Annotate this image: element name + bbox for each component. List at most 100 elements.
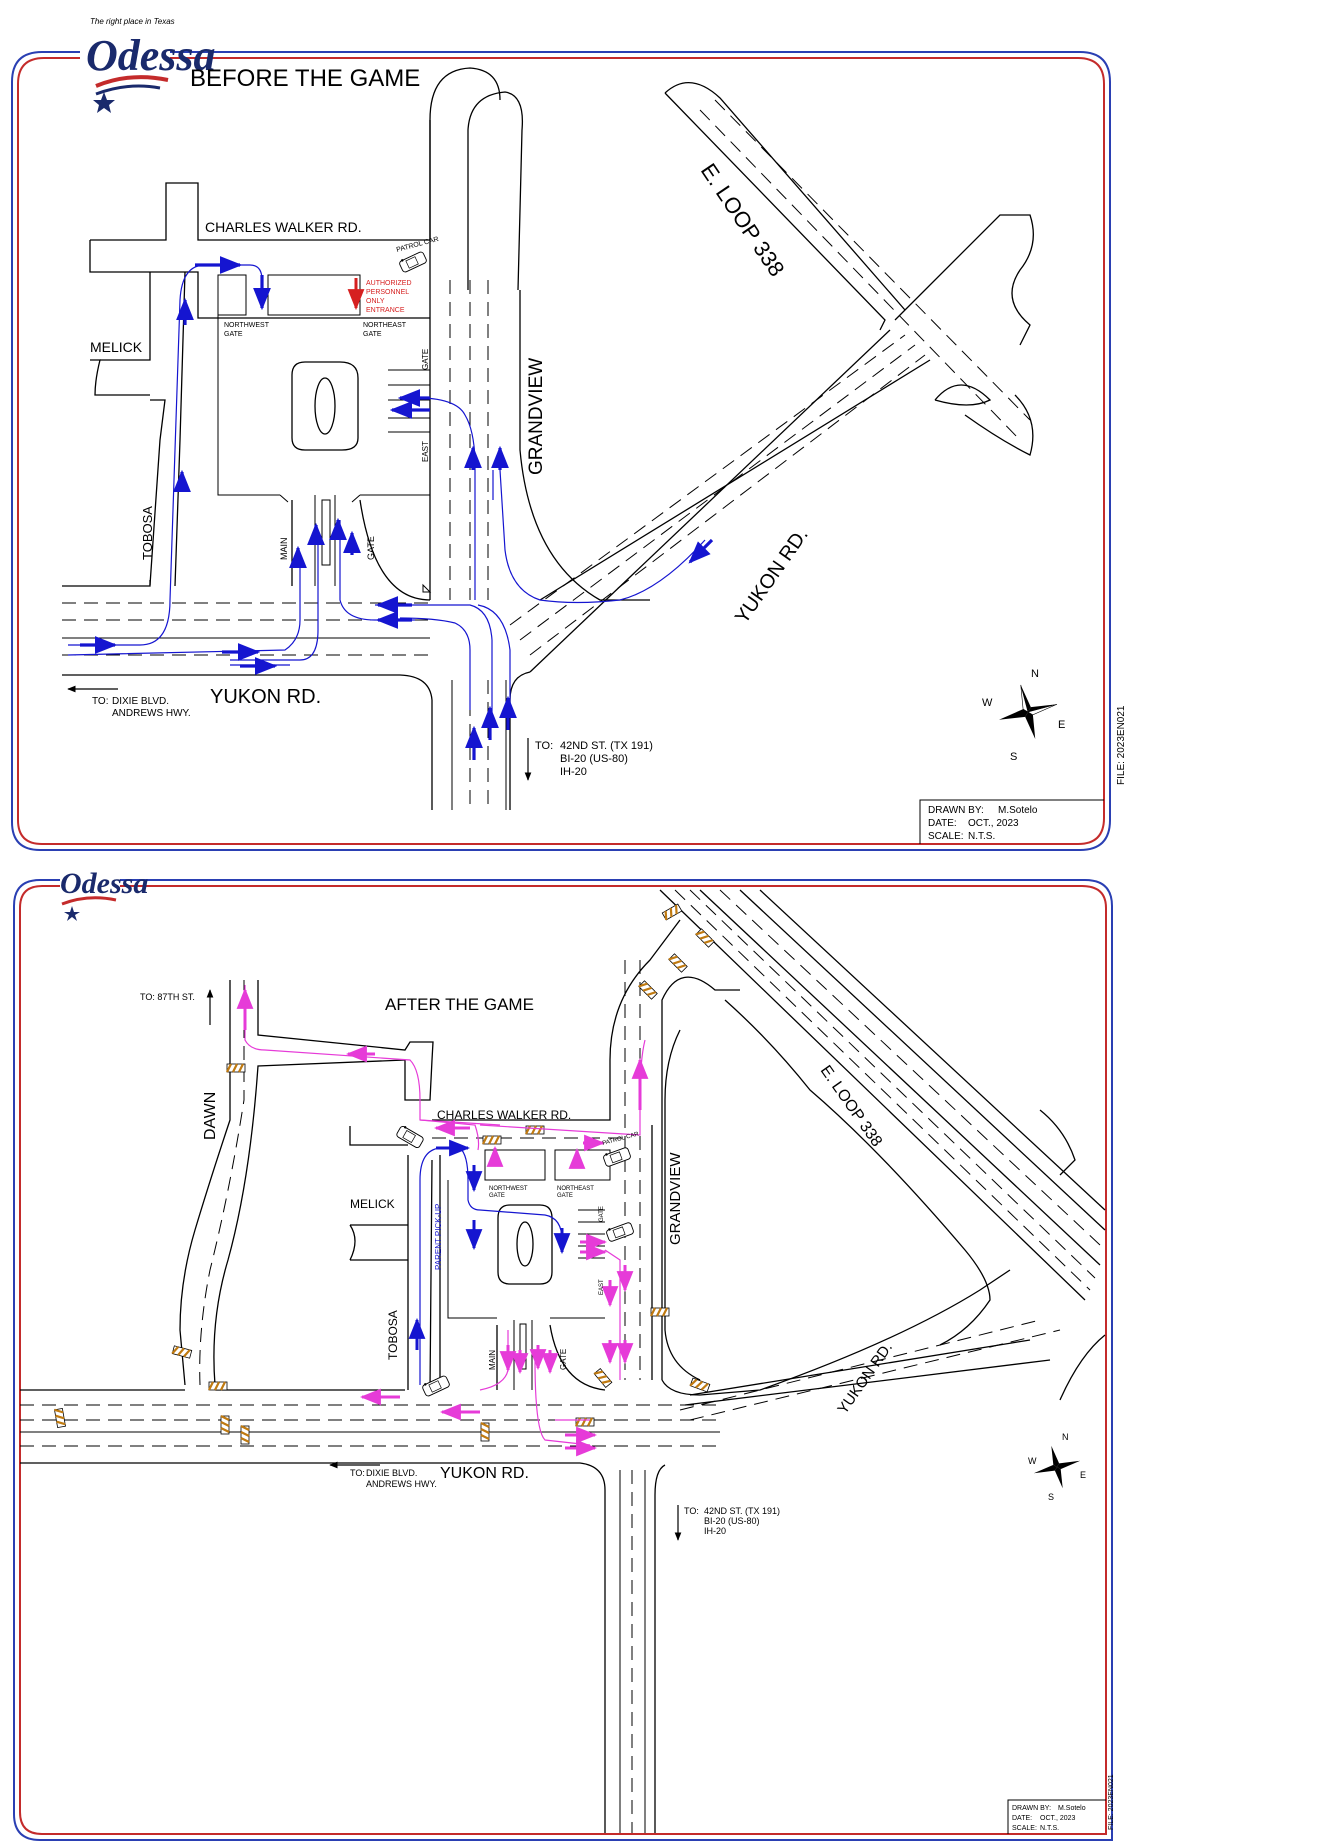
to-west-prefix: TO:	[350, 1468, 365, 1478]
file-number: FILE: 2023EN021	[1116, 705, 1127, 785]
panel-title: BEFORE THE GAME	[190, 65, 420, 92]
scale-label: SCALE:	[1012, 1825, 1037, 1832]
odessa-logo: Odessa	[60, 867, 148, 921]
to-north-label: TO: 87TH ST.	[140, 992, 195, 1002]
east-gate-label: EAST	[421, 441, 430, 462]
charles-walker-label: CHARLES WALKER RD.	[205, 219, 362, 235]
compass-s: S	[1048, 1492, 1054, 1502]
scale-value: N.T.S.	[1040, 1825, 1059, 1832]
logo-wordmark: Odessa	[60, 867, 148, 900]
scale-value: N.T.S.	[968, 831, 995, 842]
gate-south-label: GATE	[366, 536, 376, 560]
logo-tagline: The right place in Texas	[90, 17, 175, 26]
gate-south-label: GATE	[559, 1349, 568, 1370]
outbound-arrows	[236, 987, 649, 1457]
tobosa-label: TOBOSA	[386, 1310, 400, 1360]
to-south-line3: IH-20	[560, 766, 587, 778]
texas-star-flag-icon	[64, 906, 80, 921]
date-label: DATE:	[928, 818, 957, 829]
drawn-by-label: DRAWN BY:	[928, 805, 984, 816]
frame-inner-red	[19, 885, 1107, 1835]
drawn-by-label: DRAWN BY:	[1012, 1805, 1051, 1812]
charles-walker-label: CHARLES WALKER RD.	[437, 1108, 571, 1122]
to-west-line1: DIXIE BLVD.	[366, 1468, 417, 1478]
yukon-diag-label: YUKON RD.	[731, 524, 813, 628]
compass-w: W	[1028, 1456, 1037, 1466]
grandview-label: GRANDVIEW	[526, 358, 547, 475]
to-west-line1: DIXIE BLVD.	[112, 696, 169, 707]
date-value: OCT., 2023	[968, 818, 1019, 829]
to-south-prefix: TO:	[535, 740, 553, 752]
melick-label: MELICK	[350, 1197, 395, 1211]
northeast-gate-label-2: GATE	[557, 1193, 573, 1199]
patrol-car-icon	[601, 1145, 632, 1168]
northwest-gate-label: NORTHWEST	[224, 322, 270, 329]
date-value: OCT., 2023	[1040, 1815, 1076, 1822]
melick-label: MELICK	[90, 339, 143, 355]
restricted-line-4: ENTRANCE	[366, 307, 405, 314]
after-panel: Odessa AFTER THE GAME TO: 87TH ST.	[13, 867, 1115, 1841]
patrol-car-icon	[604, 1220, 635, 1243]
frame-outer-blue	[11, 51, 1111, 851]
compass-s: S	[1010, 751, 1017, 763]
title-block: DRAWN BY: M.Sotelo DATE: OCT., 2023 SCAL…	[919, 799, 1104, 844]
main-gate-label: MAIN	[279, 538, 289, 561]
barricades	[53, 902, 716, 1446]
restricted-note: AUTHORIZED PERSONNEL ONLY ENTRANCE	[366, 280, 412, 314]
northeast-gate-label: NORTHEAST	[557, 1186, 594, 1192]
to-west-line2: ANDREWS HWY.	[366, 1479, 437, 1489]
scale-label: SCALE:	[928, 831, 964, 842]
restricted-line-3: ONLY	[366, 298, 385, 305]
texas-star-flag-icon	[93, 92, 115, 113]
odessa-logo: The right place in Texas Odessa	[86, 17, 216, 113]
to-west-line2: ANDREWS HWY.	[112, 708, 191, 719]
inbound-routes	[67, 264, 706, 720]
frame-outer-blue	[13, 879, 1113, 1841]
yukon-main-label: YUKON RD.	[210, 686, 321, 708]
before-panel: The right place in Texas Odessa BEFORE T…	[11, 17, 1127, 851]
to-south-line2: BI-20 (US-80)	[704, 1516, 760, 1526]
file-number: FILE: 2023EN021	[1108, 1774, 1115, 1830]
title-block: DRAWN BY: M.Sotelo DATE: OCT., 2023 SCAL…	[1007, 1799, 1106, 1834]
panel-title: AFTER THE GAME	[385, 995, 534, 1014]
drawn-by-value: M.Sotelo	[998, 805, 1038, 816]
northwest-gate-label: NORTHWEST	[489, 1186, 528, 1192]
logo-wordmark: Odessa	[86, 31, 216, 80]
parent-pickup-label: PARENT PICK-UP	[434, 1204, 443, 1270]
tobosa-label: TOBOSA	[140, 506, 155, 560]
northwest-gate-label-2: GATE	[489, 1193, 505, 1199]
to-south-line3: IH-20	[704, 1526, 726, 1536]
to-west-prefix: TO:	[92, 696, 108, 707]
northeast-gate-label-2: GATE	[363, 331, 382, 338]
northeast-gate-label: NORTHEAST	[363, 322, 407, 329]
to-south-line2: BI-20 (US-80)	[560, 753, 628, 765]
compass-rose-icon	[999, 684, 1058, 740]
gate-top-label: GATE	[421, 349, 430, 370]
compass-w: W	[982, 697, 993, 709]
compass-e: E	[1080, 1470, 1086, 1480]
yukon-diag-label: YUKON RD.	[834, 1339, 896, 1417]
patrol-car-icon	[420, 1373, 451, 1398]
patrol-car-label: PATROL CAR	[396, 236, 440, 254]
to-south-line1: 42ND ST. (TX 191)	[704, 1506, 780, 1516]
grandview-label: GRANDVIEW	[667, 1152, 684, 1245]
compass-n: N	[1031, 668, 1039, 680]
parent-pickup-route	[408, 1139, 571, 1385]
east-gate-label: EAST	[599, 1279, 605, 1295]
yukon-main-label: YUKON RD.	[440, 1465, 529, 1482]
frame-inner-red	[17, 57, 1105, 845]
inbound-arrows	[80, 256, 714, 760]
patrol-car-icon	[397, 249, 428, 274]
drawn-by-value: M.Sotelo	[1058, 1805, 1086, 1812]
gate-top-label: GATE	[599, 1206, 605, 1222]
northwest-gate-label-2: GATE	[224, 331, 243, 338]
to-south-line1: 42ND ST. (TX 191)	[560, 740, 653, 752]
date-label: DATE:	[1012, 1815, 1032, 1822]
compass-e: E	[1058, 719, 1065, 731]
main-gate-label: MAIN	[488, 1350, 497, 1370]
to-south-prefix: TO:	[684, 1506, 699, 1516]
restricted-line-1: AUTHORIZED	[366, 280, 412, 287]
compass-n: N	[1062, 1432, 1069, 1442]
e-loop-label: E. LOOP 338	[817, 1063, 885, 1151]
